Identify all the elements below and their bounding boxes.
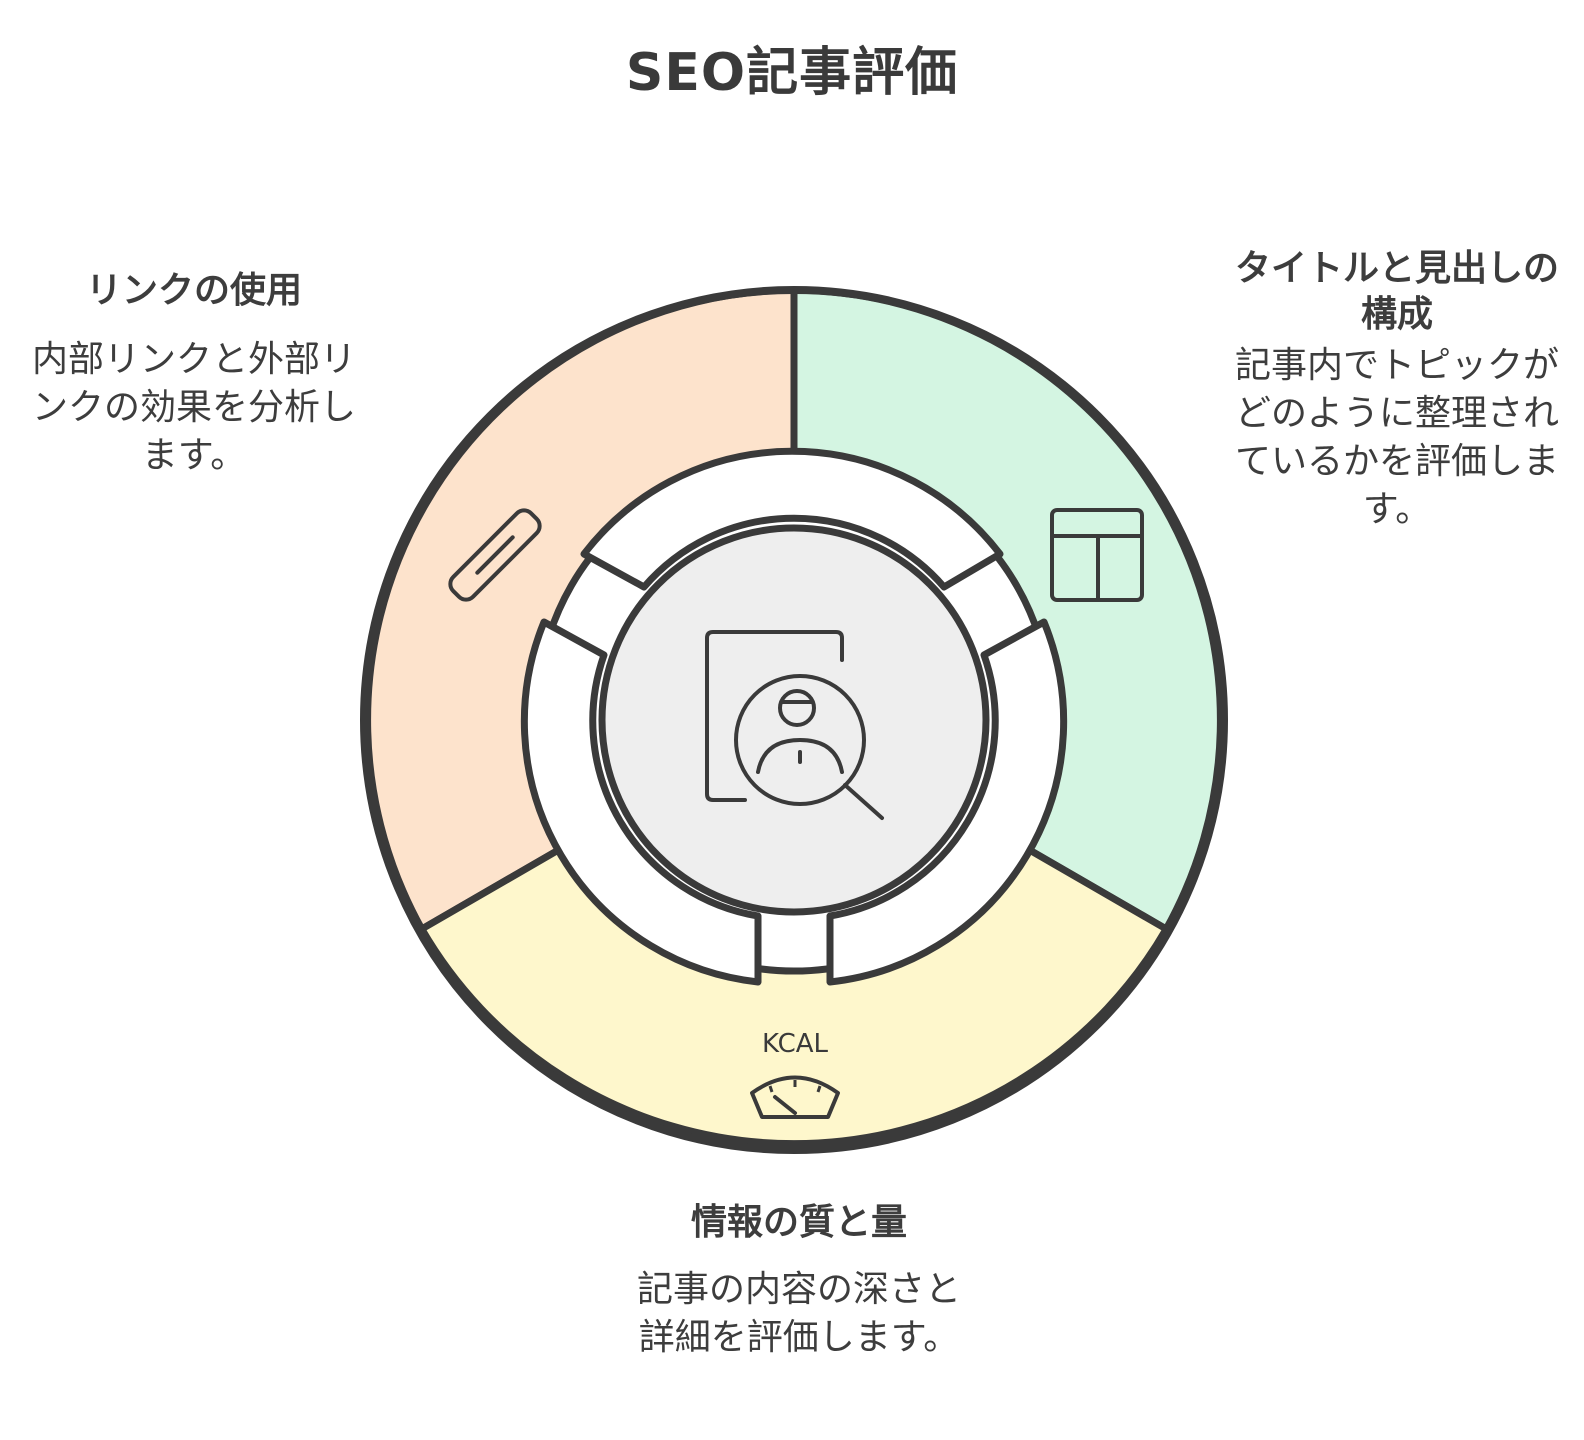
link-icon (448, 508, 542, 602)
ring-piece-right (826, 618, 1068, 986)
label-links-description: 内部リンクと外部リンクの効果を分析します。 (31, 339, 356, 476)
scale-icon: KCAL (750, 1029, 840, 1119)
outer-ring (360, 286, 1228, 1154)
scale-icon-label: KCAL (762, 1029, 829, 1059)
label-structure-description: 記事内でトピックがどのように整理されているかを評価します。 (1234, 345, 1559, 530)
label-content: 情報の質と量 記事の内容の深さと詳細を評価します。 (634, 1200, 964, 1362)
center-circle (598, 524, 990, 916)
label-links-title: リンクの使用 (85, 270, 302, 311)
ring-piece-top (580, 447, 1004, 591)
ring-piece-left (520, 618, 762, 986)
label-structure: タイトルと見出しの構成 記事内でトピックがどのように整理されているかを評価します… (1232, 246, 1562, 534)
page-title: SEO記事評価 (625, 43, 959, 103)
layout-icon (1050, 508, 1144, 602)
label-structure-title: タイトルと見出しの構成 (1234, 248, 1559, 335)
label-content-title: 情報の質と量 (690, 1202, 907, 1243)
search-profile-icon (705, 630, 884, 820)
label-links: リンクの使用 内部リンクと外部リンクの効果を分析します。 (24, 268, 364, 480)
label-content-description: 記事の内容の深さと詳細を評価します。 (636, 1269, 961, 1358)
